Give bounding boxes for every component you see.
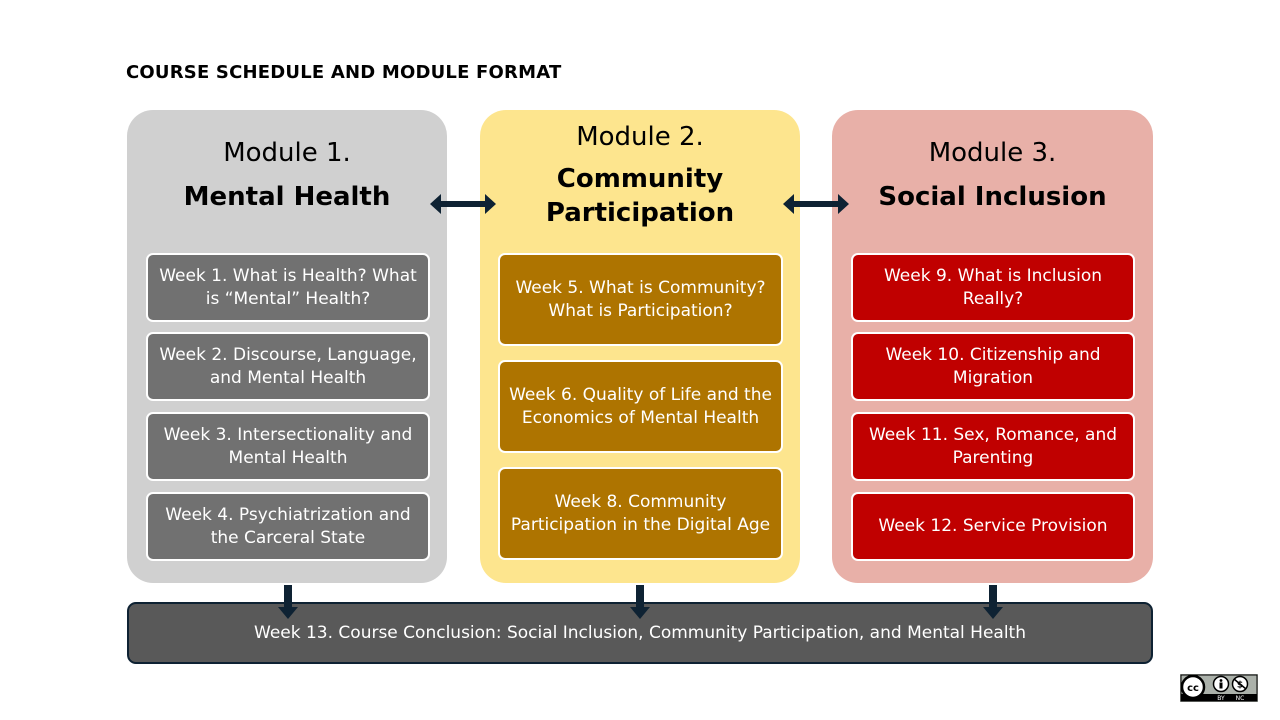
svg-text:cc: cc: [1187, 683, 1199, 694]
svg-text:$: $: [1237, 681, 1243, 691]
down-arrow-icon: [983, 585, 1003, 619]
cc-by-nc-icon: cc $ BY NC: [1180, 674, 1258, 702]
week-11-box: Week 11. Sex, Romance, and Parenting: [851, 412, 1135, 481]
week-3-box: Week 3. Intersectionality and Mental Hea…: [146, 412, 430, 481]
week-9-box: Week 9. What is Inclusion Really?: [851, 253, 1135, 322]
module-1-number: Module 1.: [223, 138, 351, 168]
week-5-box: Week 5. What is Community? What is Parti…: [498, 253, 783, 346]
week-12-box: Week 12. Service Provision: [851, 492, 1135, 561]
double-arrow-icon: [783, 194, 849, 214]
svg-text:BY: BY: [1217, 695, 1225, 702]
week-4-box: Week 4. Psychiatrization and the Carcera…: [146, 492, 430, 561]
module-3-panel: Module 3. Social Inclusion Week 9. What …: [832, 110, 1153, 583]
module-3-name: Social Inclusion: [878, 182, 1107, 212]
week-8-box: Week 8. Community Participation in the D…: [498, 467, 783, 560]
week-1-box: Week 1. What is Health? What is “Mental”…: [146, 253, 430, 322]
double-arrow-icon: [430, 194, 496, 214]
module-1-name: Mental Health: [183, 182, 391, 212]
down-arrow-icon: [278, 585, 298, 619]
svg-text:NC: NC: [1236, 695, 1245, 702]
module-1-panel: Module 1. Mental Health Week 1. What is …: [127, 110, 447, 583]
module-2-number: Module 2.: [576, 122, 704, 152]
down-arrow-icon: [630, 585, 650, 619]
module-2-name: Community Participation: [545, 164, 735, 228]
page-title: COURSE SCHEDULE AND MODULE FORMAT: [126, 62, 562, 83]
week-2-box: Week 2. Discourse, Language, and Mental …: [146, 332, 430, 401]
week-6-box: Week 6. Quality of Life and the Economic…: [498, 360, 783, 453]
module-3-number: Module 3.: [928, 138, 1057, 168]
week-10-box: Week 10. Citizenship and Migration: [851, 332, 1135, 401]
module-2-panel: Module 2. Community Participation Week 5…: [480, 110, 800, 583]
